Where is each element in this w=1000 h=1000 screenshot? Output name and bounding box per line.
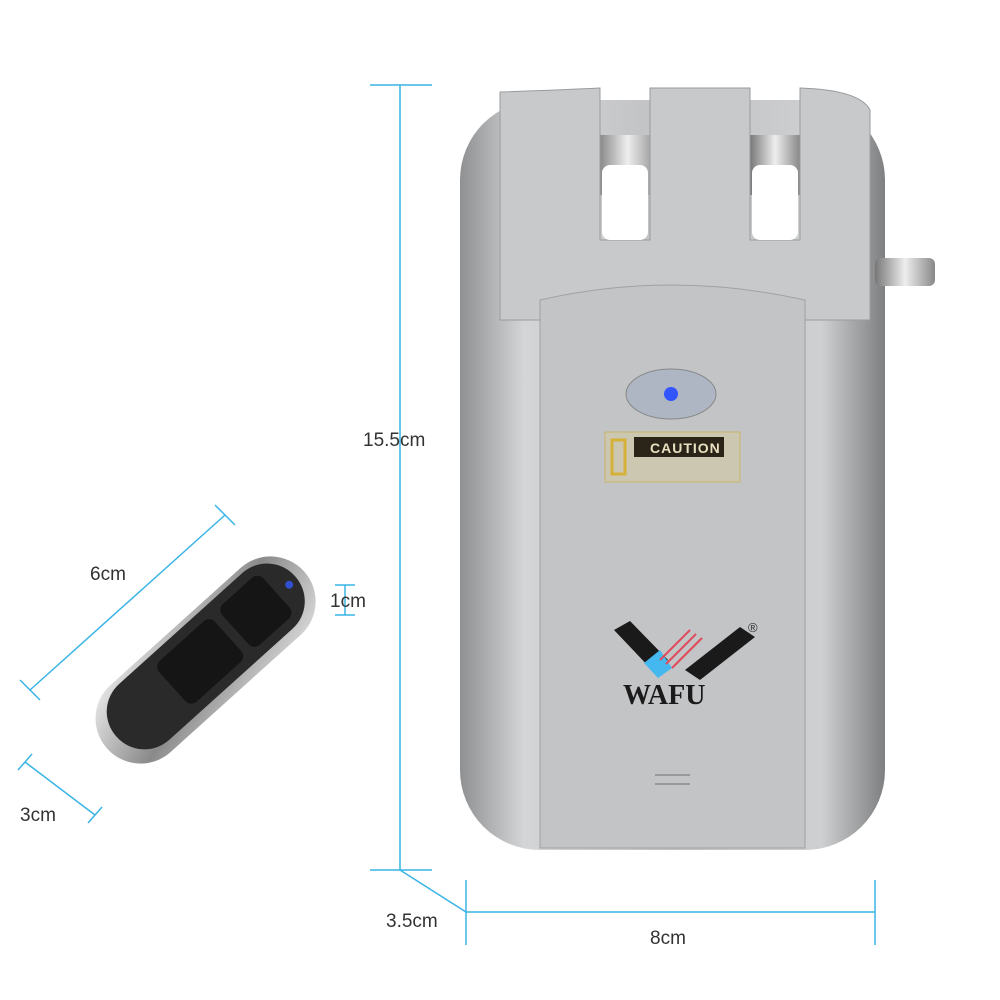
lock-height-label: 15.5cm (363, 430, 426, 451)
battery-icon (610, 438, 627, 476)
wafu-logo (614, 621, 755, 680)
remote-button-lock[interactable] (217, 572, 295, 650)
brand-name: WAFU (623, 680, 706, 711)
remote-thickness-label: 1cm (330, 591, 366, 612)
remote-width-label: 3cm (20, 805, 56, 826)
latch-bolt (875, 258, 935, 286)
registered-mark: ® (748, 620, 758, 635)
lock-depth-label: 3.5cm (386, 911, 438, 932)
lock-body (460, 87, 935, 850)
remote-button-unlock[interactable] (154, 616, 247, 707)
dimension-lines (17, 84, 876, 945)
caution-label: CAUTION (650, 440, 721, 456)
lock-width-label: 8cm (650, 928, 686, 949)
remote-control (95, 556, 316, 764)
remote-length-label: 6cm (90, 564, 126, 585)
